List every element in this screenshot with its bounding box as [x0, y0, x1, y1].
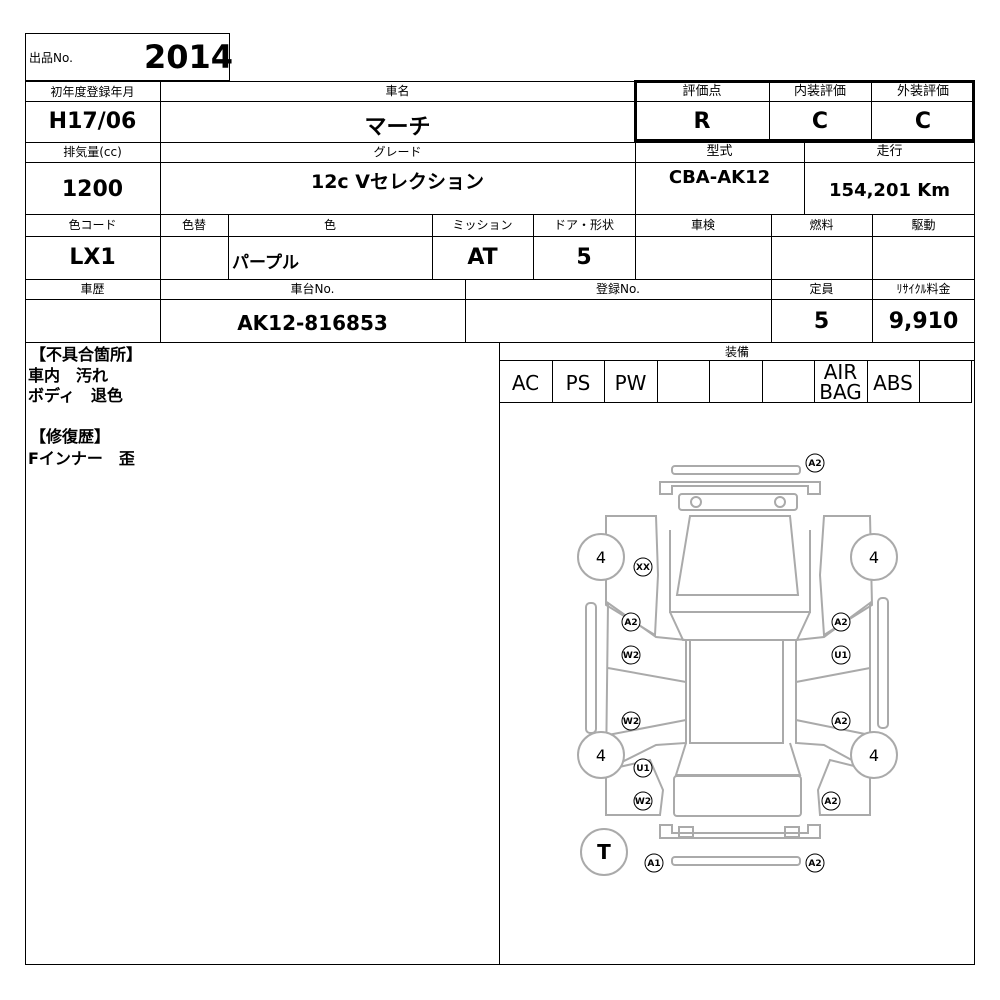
damage-mark-label: A2	[834, 717, 847, 727]
lot-number: 2014	[143, 38, 234, 76]
color-code-value: LX1	[69, 245, 116, 270]
score-label: 評価点	[682, 84, 722, 99]
damage-mark	[633, 557, 653, 577]
damage-mark	[621, 645, 641, 665]
tire-front-right-depth: 4	[869, 548, 879, 567]
reg-label: 登録No.	[596, 282, 640, 296]
equipment-item-ac: AC	[511, 371, 540, 395]
chassis-label: 車台No.	[290, 282, 335, 296]
color-value: パープル	[232, 253, 299, 273]
first-reg-label: 初年度登録年月	[50, 85, 135, 99]
spare-tire-label: T	[597, 840, 611, 864]
car-name-value: マーチ	[364, 115, 431, 140]
damage-mark	[831, 711, 851, 731]
damage-mark-label: A2	[808, 459, 821, 469]
spare-tire-icon	[580, 828, 628, 876]
fuel-label: 燃料	[809, 218, 834, 232]
tire-front-left-icon	[577, 533, 625, 581]
info-table	[25, 81, 975, 343]
equipment-label: 装備	[724, 345, 749, 359]
defect-line-2: ボディ 退色	[28, 386, 123, 405]
damage-mark-label: A2	[824, 797, 837, 807]
damage-mark	[805, 453, 825, 473]
damage-mark	[821, 791, 841, 811]
score-highlight-box	[634, 80, 975, 142]
doors-label: ドア・形状	[553, 218, 614, 232]
damage-mark-label: A2	[834, 618, 847, 628]
car-name-label: 車名	[385, 84, 410, 98]
mileage-label: 走行	[876, 144, 903, 159]
damage-mark	[805, 853, 825, 873]
damage-mark-label: U1	[834, 651, 848, 661]
damage-mark-label: U1	[636, 764, 650, 774]
damage-mark	[621, 711, 641, 731]
tire-front-left-depth: 4	[596, 548, 606, 567]
capacity-value: 5	[813, 309, 830, 334]
history-label: 車歴	[80, 282, 105, 296]
defect-line-1: 車内 汚れ	[28, 366, 109, 385]
car-damage-diagram: 4 4 4 4 T A2 XX A2 W2 A2 U1 W2 A2 U1 W2 …	[577, 453, 898, 876]
tire-rear-right-depth: 4	[869, 746, 879, 765]
exterior-label: 外装評価	[896, 84, 949, 99]
color-label: 色	[323, 218, 336, 232]
lot-label: 出品No.	[29, 51, 73, 65]
damage-mark-label: W2	[635, 797, 651, 807]
damage-mark	[633, 758, 653, 778]
tire-rear-left-icon	[577, 731, 625, 779]
recycle-label: ﾘｻｲｸﾙ料金	[896, 282, 951, 296]
color-code-label: 色コード	[68, 218, 117, 232]
tire-rear-right-icon	[850, 731, 898, 779]
damage-mark	[831, 612, 851, 632]
damage-mark	[633, 791, 653, 811]
recycle-value: 9,910	[888, 309, 959, 334]
repaint-label: 色替	[181, 218, 206, 232]
interior-label: 内装評価	[793, 84, 846, 99]
damage-mark-label: XX	[636, 563, 650, 573]
damage-mark	[621, 612, 641, 632]
grade-value: 12c Vセレクション	[310, 171, 485, 193]
interior-value: C	[811, 109, 829, 134]
defects-header: 【不具合箇所】	[30, 345, 143, 364]
equipment-item-airbag: AIR BAG	[819, 360, 862, 404]
equipment-item-pw: PW	[614, 371, 647, 395]
lot-box: 出品No. 2014	[25, 33, 233, 81]
damage-mark	[831, 645, 851, 665]
damage-mark-label: A2	[808, 859, 821, 869]
exterior-value: C	[914, 109, 932, 134]
equipment-item-abs: ABS	[873, 371, 913, 395]
repair-line-1: Fインナー 歪	[28, 449, 135, 468]
damage-mark-label: A1	[647, 859, 660, 869]
drive-label: 駆動	[911, 218, 936, 232]
inspection-label: 車検	[690, 218, 715, 232]
damage-mark-label: W2	[623, 651, 639, 661]
equipment-grid	[499, 361, 972, 403]
grade-label: グレード	[373, 145, 422, 159]
capacity-label: 定員	[809, 282, 834, 296]
damage-mark	[644, 853, 664, 873]
mission-label: ミッション	[452, 218, 513, 232]
mission-value: AT	[467, 245, 498, 270]
equipment-item-ps: PS	[565, 371, 591, 395]
first-reg-value: H17/06	[48, 109, 137, 134]
tire-front-right-icon	[850, 533, 898, 581]
repair-header: 【修復歴】	[30, 427, 111, 446]
lower-section	[25, 342, 975, 965]
doors-value: 5	[576, 245, 592, 270]
model-label: 型式	[706, 144, 733, 159]
damage-mark-label: W2	[623, 717, 639, 727]
damage-mark-label: A2	[624, 618, 637, 628]
tire-rear-left-depth: 4	[596, 746, 606, 765]
model-value: CBA-AK12	[668, 167, 771, 188]
chassis-value: AK12-816853	[237, 311, 388, 335]
displacement-label: 排気量(cc)	[63, 145, 122, 159]
displacement-value: 1200	[61, 177, 124, 202]
score-value: R	[693, 109, 711, 134]
mileage-value: 154,201 Km	[829, 180, 950, 201]
